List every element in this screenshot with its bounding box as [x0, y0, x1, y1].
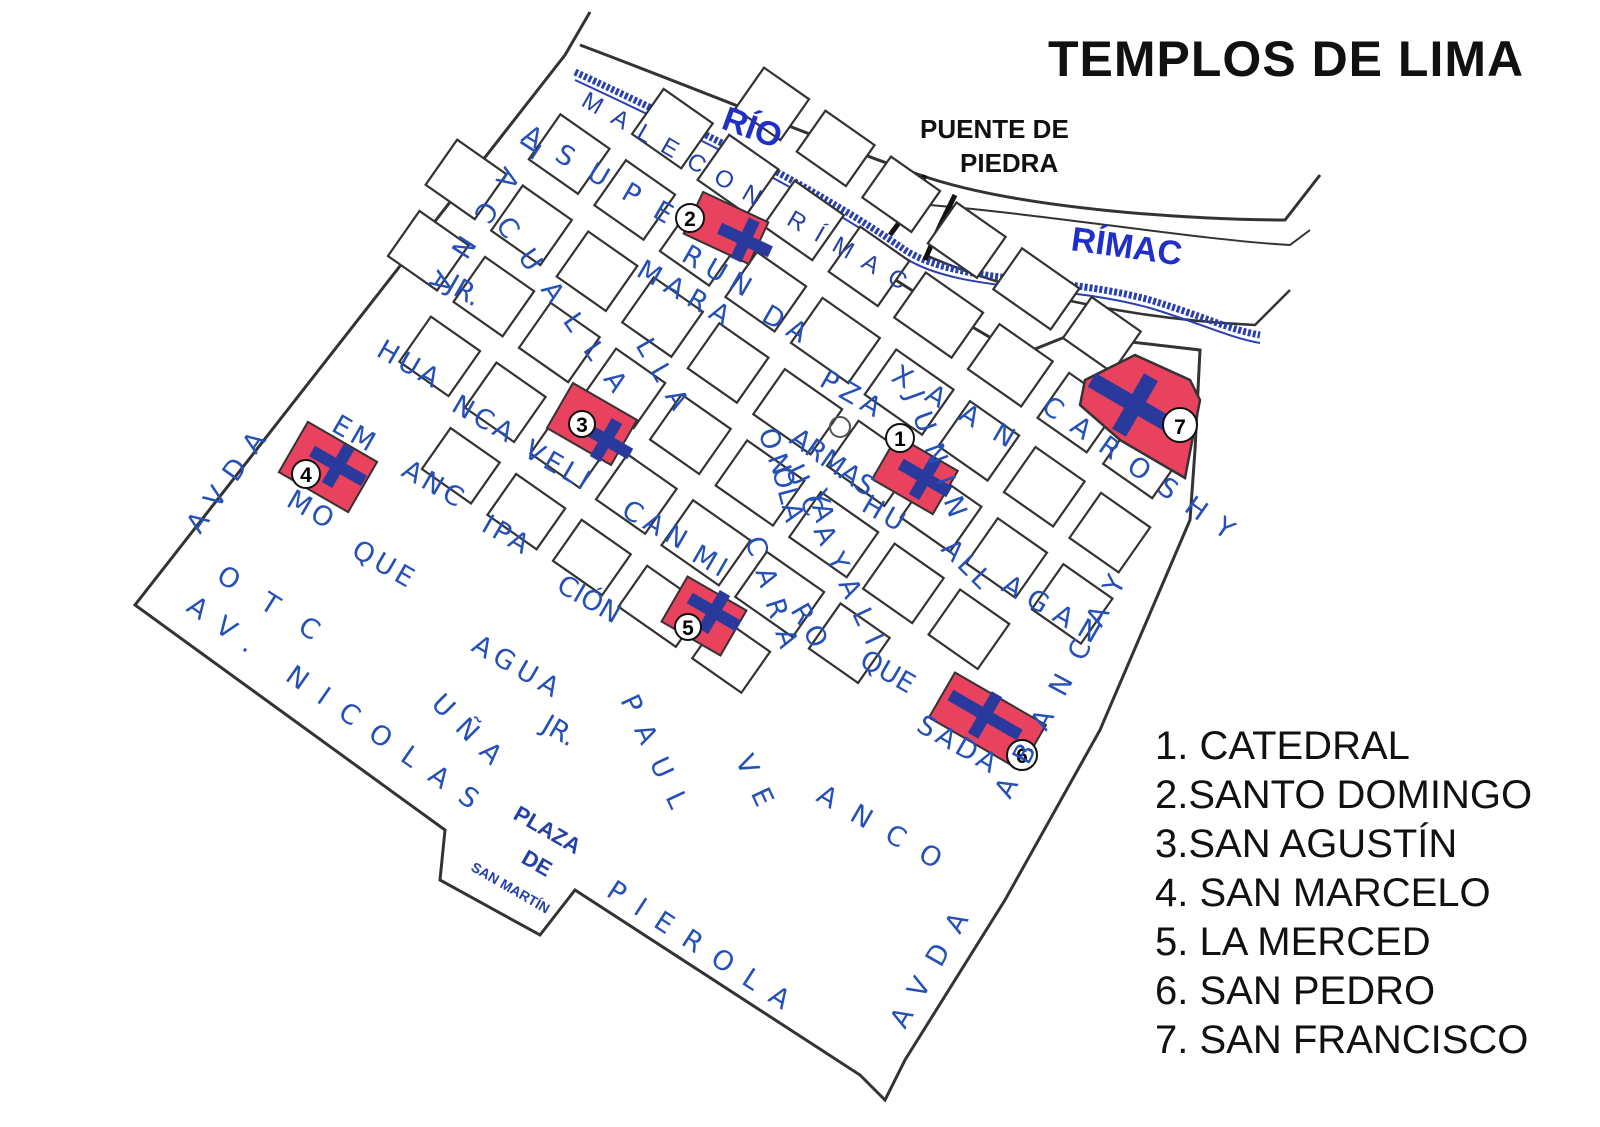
marker-7: 7	[1162, 407, 1198, 443]
plaza-fountain	[829, 416, 851, 438]
marker-2-number: 2	[684, 208, 696, 231]
marker-7-number: 7	[1174, 416, 1186, 439]
street-label: VE	[729, 750, 787, 828]
marker-2: 2	[675, 203, 705, 233]
marker-6-number: 6	[1016, 745, 1028, 768]
cross-icon	[686, 589, 742, 635]
plaza-label-line2: DE	[518, 845, 557, 882]
river-line	[573, 68, 1261, 339]
legend: 1. CATEDRAL 2.SANTO DOMINGO 3.SAN AGUSTÍ…	[1155, 722, 1532, 1065]
marker-3-number: 3	[576, 414, 588, 437]
map-title: TEMPLOS DE LIMA	[1048, 31, 1525, 87]
river-bank-north	[579, 43, 1322, 222]
legend-item: 1. CATEDRAL	[1155, 724, 1410, 768]
legend-item: 2.SANTO DOMINGO	[1155, 773, 1533, 817]
puente-label-line2: PIEDRA	[960, 148, 1058, 178]
street-label: AVDA	[180, 415, 280, 539]
street-label: PIEROLA	[601, 875, 809, 1025]
river-bank-mid	[929, 204, 1311, 247]
plaza-label-line1: PLAZA	[510, 801, 586, 859]
street-label: AGUA	[467, 629, 570, 706]
marker-5: 5	[674, 613, 702, 641]
street-label: JR.	[535, 708, 582, 753]
cross-icon	[897, 455, 953, 501]
street-label: QUE	[347, 534, 423, 596]
marker-1-number: 1	[894, 428, 906, 451]
legend-item: 6. SAN PEDRO	[1155, 969, 1436, 1013]
cross-icon	[947, 689, 1023, 741]
marker-6: 6	[1006, 739, 1038, 771]
cross-icon	[717, 217, 773, 263]
street-label: ANCO	[812, 779, 965, 885]
legend-item: 3.SAN AGUSTÍN	[1155, 822, 1458, 866]
legend-item: 4. SAN MARCELO	[1155, 871, 1491, 915]
legend-item: 5. LA MERCED	[1155, 920, 1431, 964]
legend-item: 7. SAN FRANCISCO	[1155, 1018, 1529, 1062]
marker-1: 1	[885, 423, 915, 453]
marker-5-number: 5	[682, 617, 694, 640]
marker-4-number: 4	[300, 464, 312, 487]
marker-4: 4	[291, 459, 321, 489]
cross-icon	[1087, 373, 1183, 437]
city-blocks	[386, 66, 1186, 695]
puente-label-line1: PUENTE DE	[920, 114, 1069, 144]
marker-3: 3	[568, 410, 596, 438]
rimac-label: RÍMAC	[1069, 220, 1185, 273]
street-label: PAUL	[614, 690, 701, 830]
church-markers: 1 2 3 4 5 6 7	[291, 203, 1198, 771]
cross-icon	[309, 443, 367, 489]
